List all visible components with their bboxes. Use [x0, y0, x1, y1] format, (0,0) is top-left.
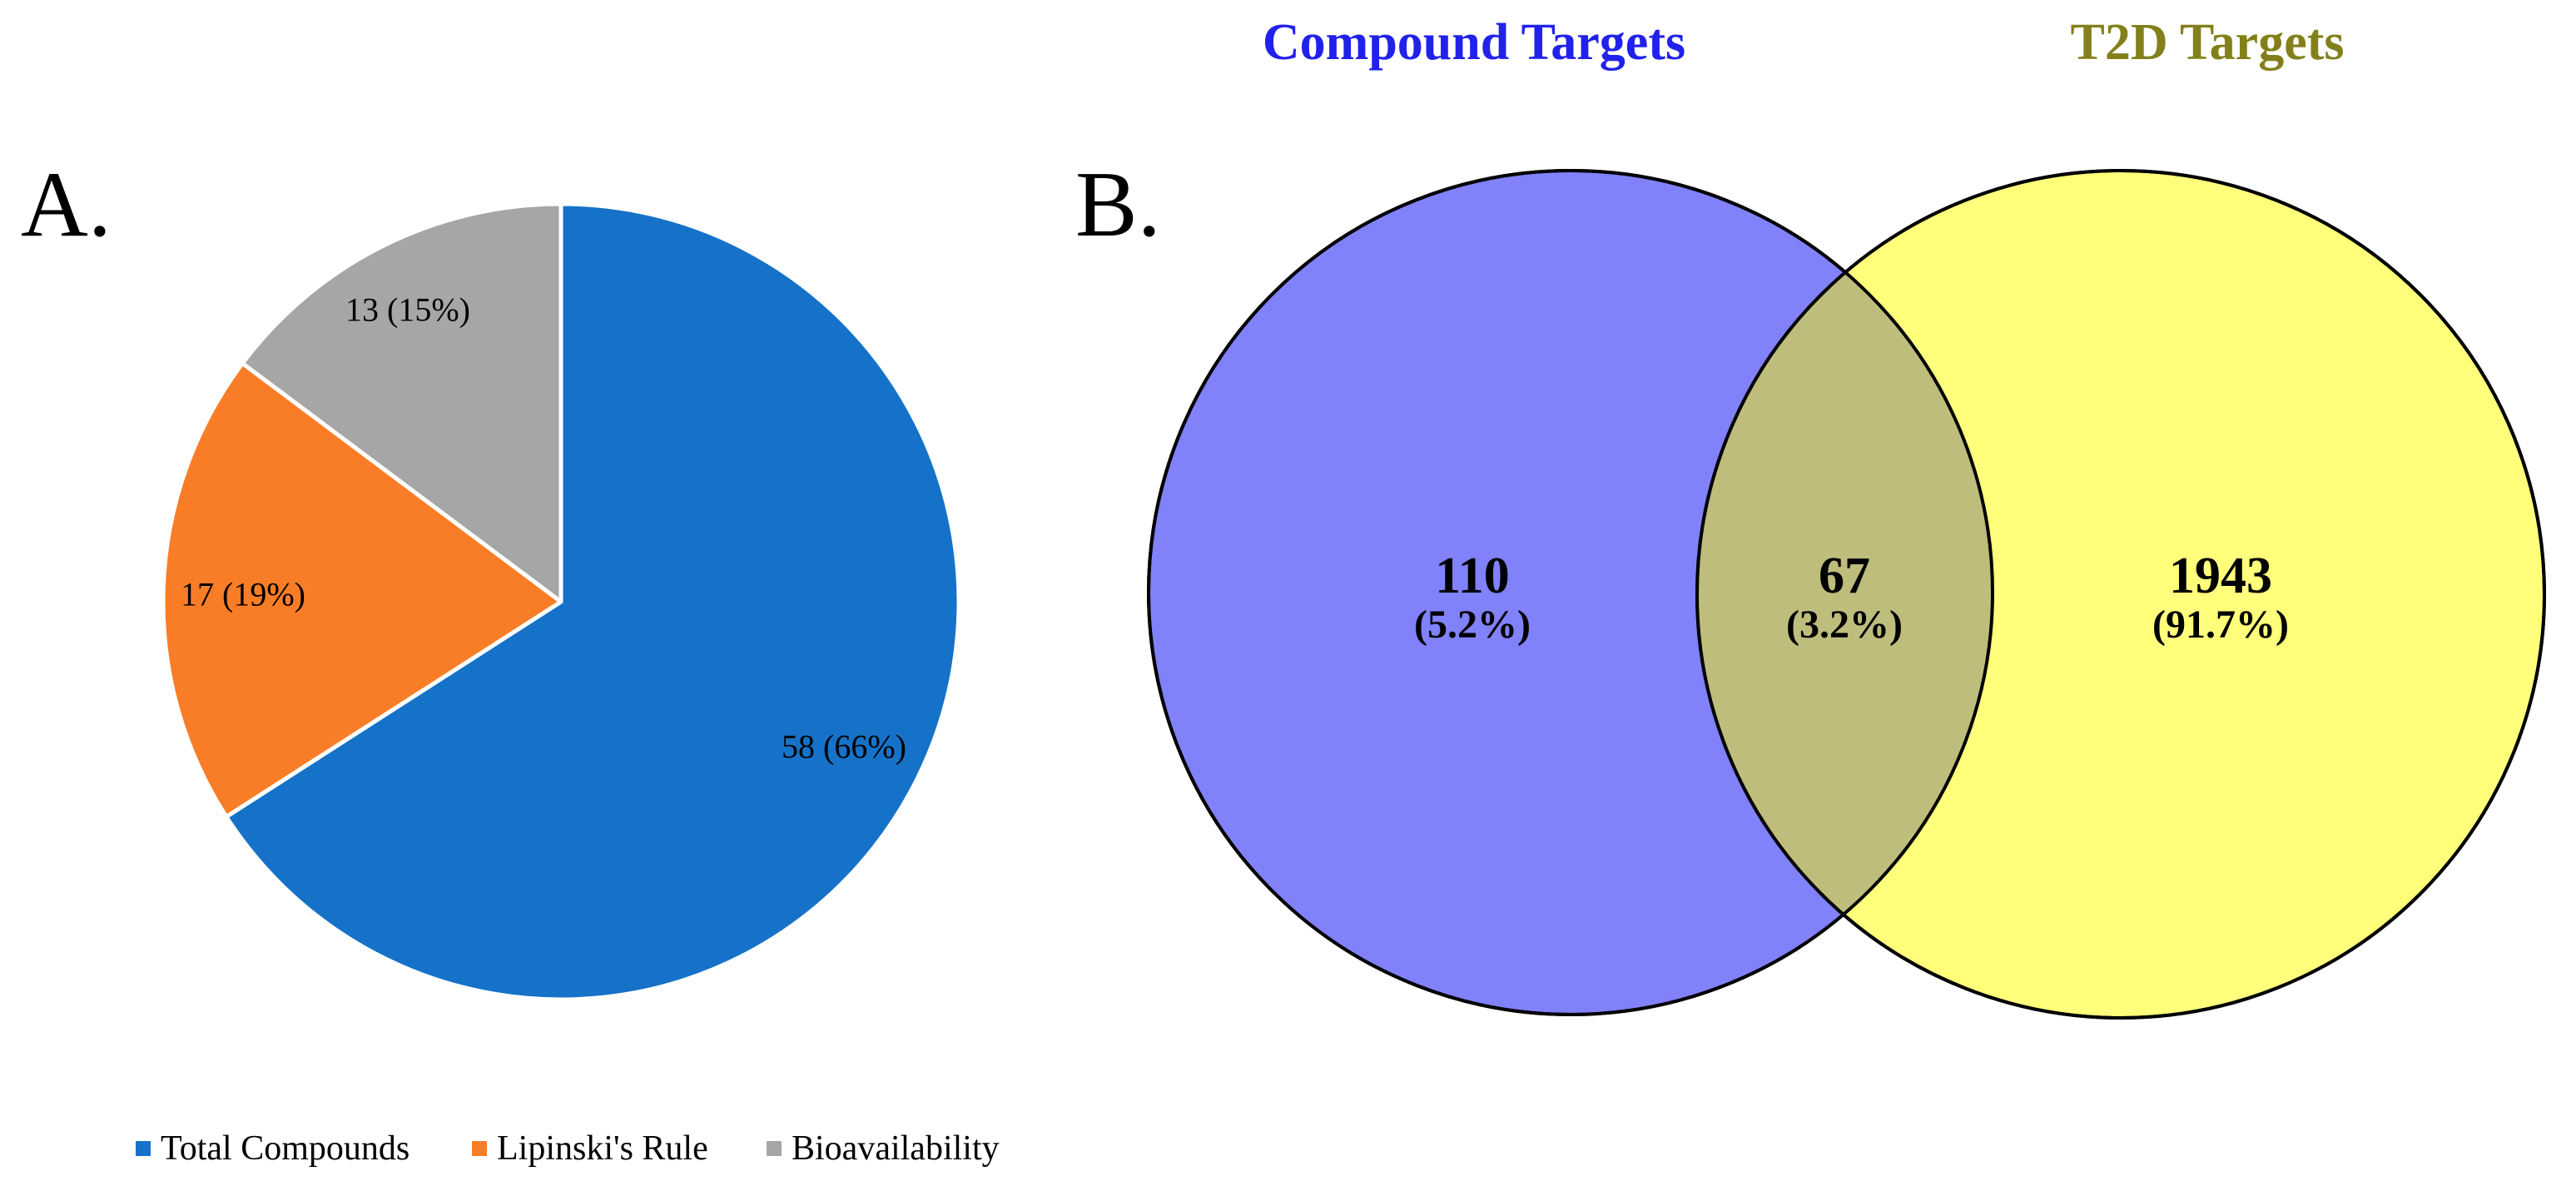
- venn-left-count: 110: [1435, 548, 1510, 604]
- legend-item-lipinski-rule: Lipinski's Rule: [472, 1125, 708, 1172]
- venn-intersection-count: 67: [1819, 548, 1870, 604]
- legend-swatch-gray-icon: [767, 1141, 782, 1156]
- venn-left-set-title: Compound Targets: [1262, 14, 1686, 71]
- venn-right-count: 1943: [2169, 548, 2272, 604]
- pie-chart: [161, 201, 961, 1002]
- legend-label: Bioavailability: [792, 1129, 1000, 1168]
- legend-label: Lipinski's Rule: [497, 1129, 708, 1168]
- pie-slice-label-bioavailability: 13 (15%): [345, 290, 470, 329]
- panel-a-label: A.: [21, 153, 112, 256]
- venn-right-outline: [1695, 169, 2546, 1020]
- venn-intersection-percent: (3.2%): [1786, 603, 1903, 647]
- legend-swatch-orange-icon: [472, 1141, 487, 1156]
- venn-diagram: [1147, 169, 2546, 1020]
- venn-intersection-region: [1697, 171, 1993, 1015]
- venn-left-outline: [1147, 169, 1994, 1016]
- legend-item-bioavailability: Bioavailability: [767, 1125, 1000, 1172]
- venn-right-set-title: T2D Targets: [2070, 14, 2345, 71]
- venn-right-unique-value: 1943 (91.7%): [2054, 549, 2387, 648]
- pie-slice-1: [161, 361, 563, 819]
- pie-slice-label-total-compounds: 58 (66%): [782, 727, 906, 766]
- panel-b-label: B.: [1075, 153, 1161, 256]
- pie-slice-0: [224, 201, 961, 1002]
- pie-slice-label-lipinski-rule: 17 (19%): [181, 575, 305, 613]
- pie-slice-2: [240, 201, 563, 604]
- legend-item-total-compounds: Total Compounds: [136, 1125, 409, 1172]
- legend-label: Total Compounds: [161, 1129, 410, 1168]
- venn-right-percent: (91.7%): [2152, 603, 2289, 647]
- legend-swatch-blue-icon: [136, 1141, 151, 1156]
- venn-left-unique-value: 110 (5.2%): [1306, 549, 1639, 648]
- venn-left-percent: (5.2%): [1414, 603, 1531, 647]
- venn-intersection-value: 67 (3.2%): [1678, 549, 2011, 648]
